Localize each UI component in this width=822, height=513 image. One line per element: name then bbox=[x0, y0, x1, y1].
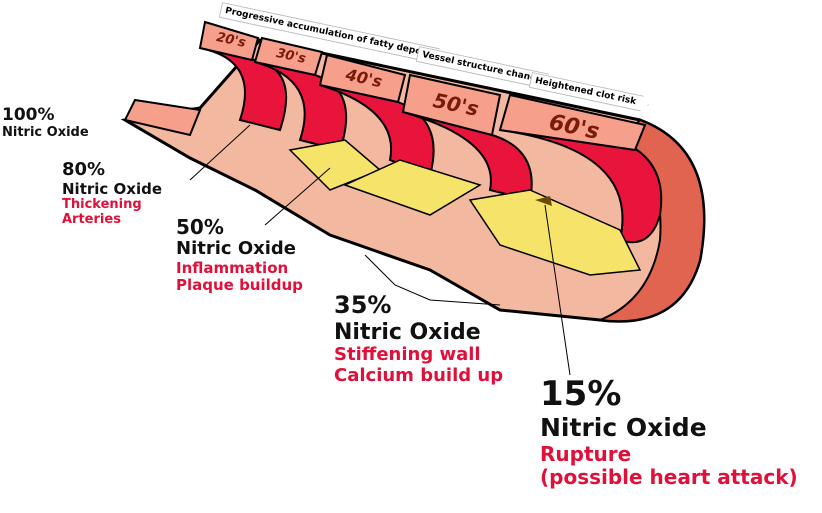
plaque-35 bbox=[342, 159, 482, 216]
stage-label: Nitric Oxide bbox=[2, 124, 89, 140]
stage-pct: 100% bbox=[2, 105, 55, 125]
age-bands bbox=[123, 20, 647, 152]
stage-pct: 35% bbox=[334, 291, 392, 319]
stage-50: 50% Nitric Oxide Inflammation Plaque bui… bbox=[176, 216, 303, 294]
stage-effect: Thickening bbox=[62, 196, 142, 212]
stage-80: 80% Nitric Oxide Thickening Arteries bbox=[62, 159, 162, 228]
plaque-15 bbox=[468, 189, 642, 276]
lumen-50s bbox=[402, 111, 533, 202]
stage-effect: Rupture bbox=[540, 441, 632, 466]
stage-label: Nitric Oxide bbox=[334, 319, 481, 345]
stage-15: 15% Nitric Oxide Rupture (possible heart… bbox=[540, 374, 798, 489]
stage-100: 100% Nitric Oxide bbox=[2, 105, 89, 140]
stage-pct: 50% bbox=[176, 215, 224, 239]
stage-pct: 80% bbox=[62, 159, 106, 180]
stage-effect: (possible heart attack) bbox=[540, 464, 798, 489]
stage-effect: Plaque buildup bbox=[176, 275, 303, 294]
clot-rupture bbox=[535, 196, 552, 206]
stage-label: Nitric Oxide bbox=[540, 413, 707, 443]
stage-35: 35% Nitric Oxide Stiffening wall Calcium… bbox=[334, 291, 504, 386]
stage-label: Nitric Oxide bbox=[176, 238, 296, 259]
leader-lines bbox=[189, 124, 571, 376]
stage-effect: Inflammation bbox=[176, 258, 289, 277]
stage-effect: Stiffening wall bbox=[334, 343, 481, 365]
stage-effect: Arteries bbox=[62, 211, 121, 227]
lumen-60s bbox=[499, 129, 663, 244]
stage-pct: 15% bbox=[540, 374, 622, 414]
stage-effect: Calcium build up bbox=[334, 364, 504, 386]
stage-label: Nitric Oxide bbox=[62, 179, 162, 198]
